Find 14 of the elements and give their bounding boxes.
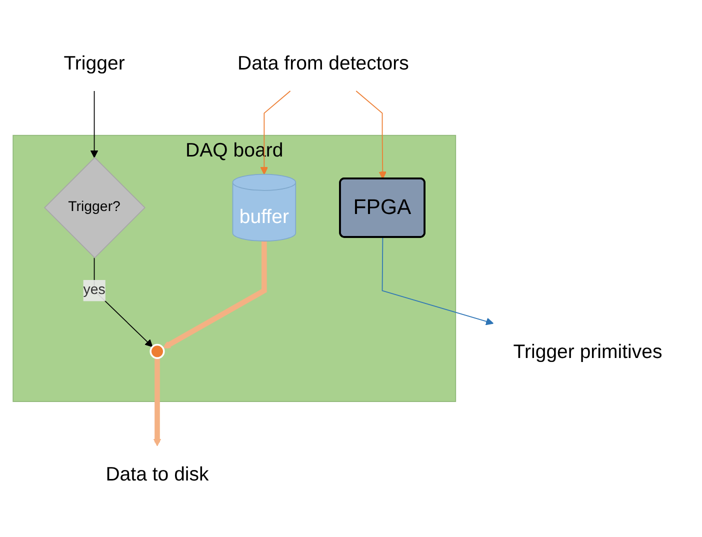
arrow (162, 241, 267, 349)
node-text: Data from detectors (238, 52, 409, 74)
arrow (153, 358, 162, 446)
node-text: Trigger (64, 52, 125, 74)
edge-label: yes (83, 282, 106, 298)
arrow (90, 90, 98, 158)
node-text: Trigger primitives (513, 340, 662, 363)
node-text: Data to disk (106, 462, 209, 485)
arrow (260, 90, 291, 175)
arrow (356, 90, 387, 180)
arrow (94, 257, 153, 348)
node-circle (150, 344, 165, 359)
node-diamond: Trigger? (44, 156, 146, 258)
arrow (382, 237, 494, 326)
